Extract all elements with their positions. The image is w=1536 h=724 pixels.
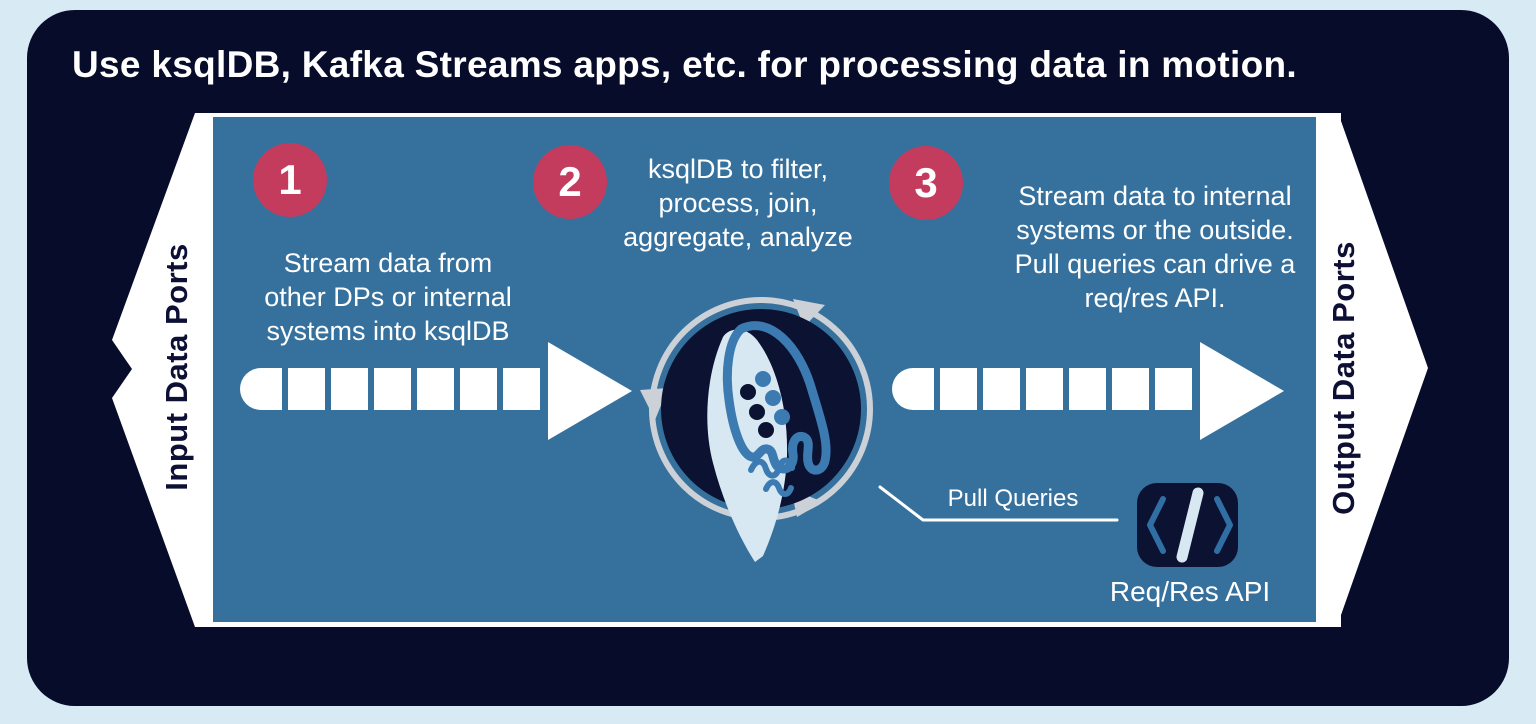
arrowhead-icon <box>1200 342 1284 440</box>
step-2-number: 2 <box>558 158 582 205</box>
rocket-flame-squiggle-icon <box>748 457 795 479</box>
pull-queries-label: Pull Queries <box>947 485 1079 512</box>
slash-icon <box>1176 487 1204 563</box>
step-3-line: Pull queries can drive a <box>1014 249 1296 279</box>
step-1-badge: 1 <box>253 143 327 217</box>
page-title: Use ksqlDB, Kafka Streams apps, etc. for… <box>72 44 1297 85</box>
step-1-description: Stream data from other DPs or internal s… <box>230 246 546 348</box>
rocket-flame-squiggle-icon <box>763 479 794 497</box>
step-2-badge: 2 <box>533 145 607 219</box>
input-data-ports-label: Input Data Ports <box>159 243 194 491</box>
req-res-api-icon <box>1137 483 1238 567</box>
rocket-window-dots <box>740 371 790 438</box>
angle-bracket-right-icon <box>1214 496 1233 554</box>
step-2-line: ksqlDB to filter, <box>647 154 829 184</box>
cycle-arrowhead-top-icon <box>793 299 825 327</box>
cycle-arrowhead-left-icon <box>640 388 668 420</box>
step-2-description: ksqlDB to filter, process, join, aggrega… <box>598 152 878 254</box>
step-3-line: Stream data to internal <box>1018 181 1292 211</box>
step-1-line: Stream data from <box>283 248 493 278</box>
stream-arrow-right <box>892 342 1284 440</box>
step-3-line: req/res API. <box>1084 283 1226 313</box>
arrowhead-icon <box>548 342 632 440</box>
step-3-number: 3 <box>914 159 938 206</box>
pull-queries-callout-line <box>878 485 1119 522</box>
step-2-line: aggregate, analyze <box>623 222 853 252</box>
rocket-outline-icon <box>722 321 831 475</box>
step-3-badge: 3 <box>889 146 963 220</box>
req-res-api-label: Req/Res API <box>1109 576 1271 607</box>
step-1-line: systems into ksqlDB <box>266 316 510 346</box>
step-2-line: process, join, <box>658 188 818 218</box>
step-1-number: 1 <box>278 156 302 203</box>
angle-bracket-left-icon <box>1147 496 1166 554</box>
step-3-description: Stream data to internal systems or the o… <box>960 179 1350 315</box>
stream-arrow-left <box>240 342 632 440</box>
step-3-line: systems or the outside. <box>1016 215 1294 245</box>
output-data-ports-label: Output Data Ports <box>1326 241 1361 515</box>
ksqldb-logo <box>640 297 873 562</box>
step-1-line: other DPs or internal <box>264 282 512 312</box>
